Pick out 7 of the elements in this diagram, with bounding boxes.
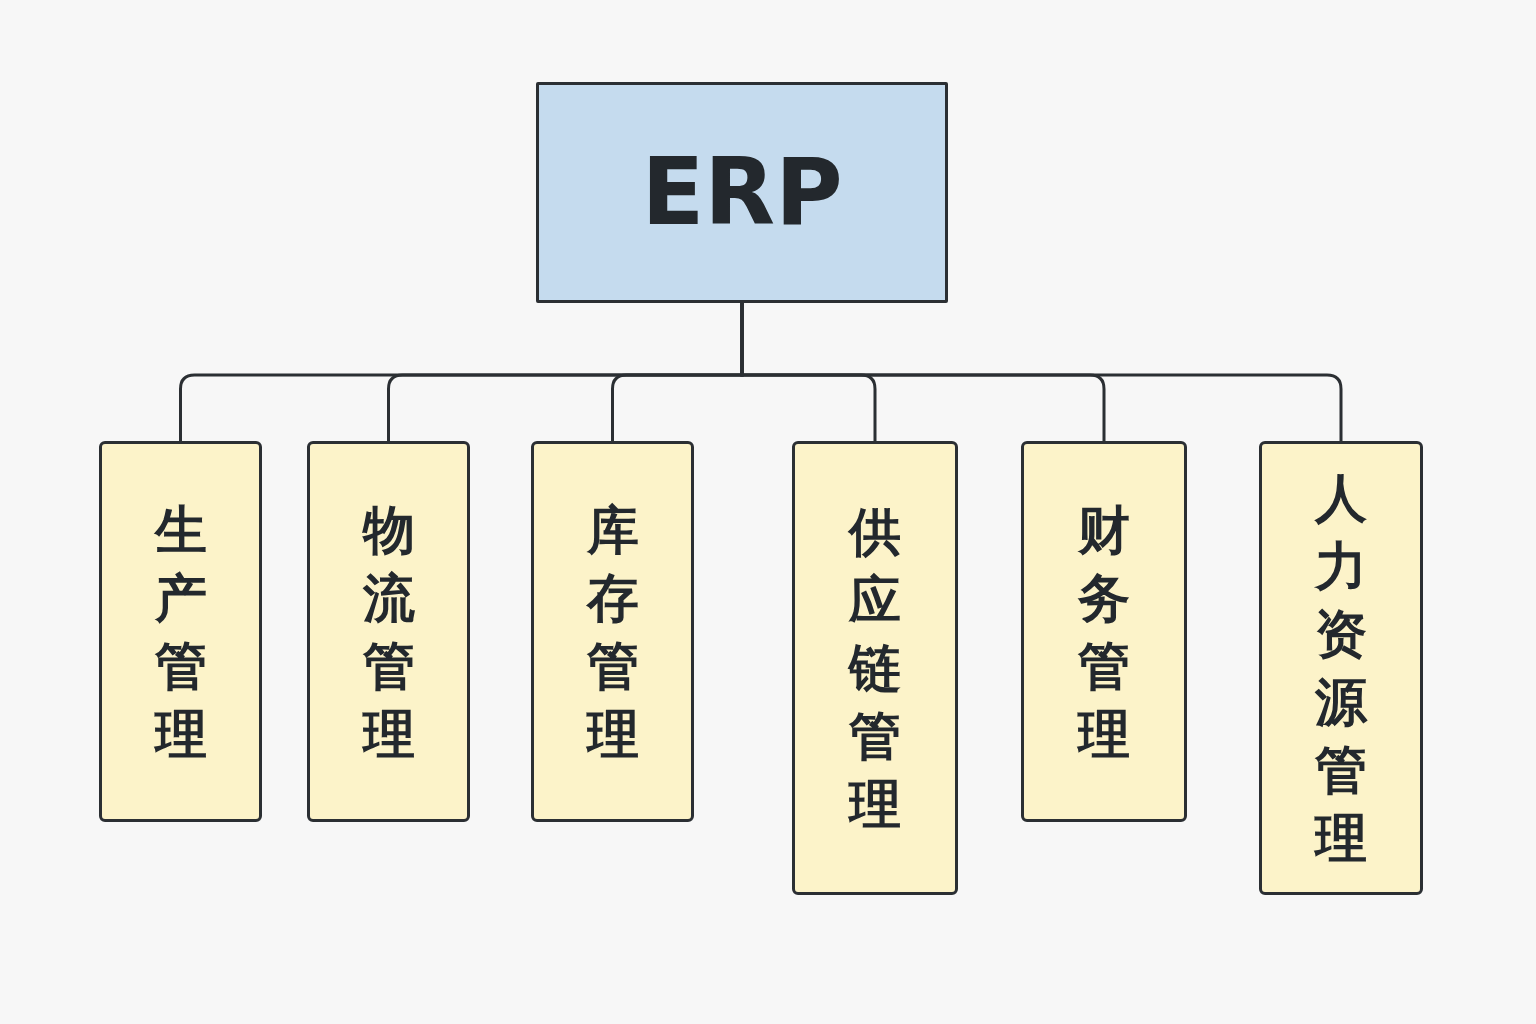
module-box: 生产管理	[99, 441, 262, 822]
module-box: 人力资源管理	[1259, 441, 1423, 895]
root-box: ERP	[536, 82, 948, 303]
module-box: 物流管理	[307, 441, 470, 822]
module-box: 库存管理	[531, 441, 694, 822]
module-box: 供应链管理	[792, 441, 958, 895]
module-box: 财务管理	[1021, 441, 1187, 822]
